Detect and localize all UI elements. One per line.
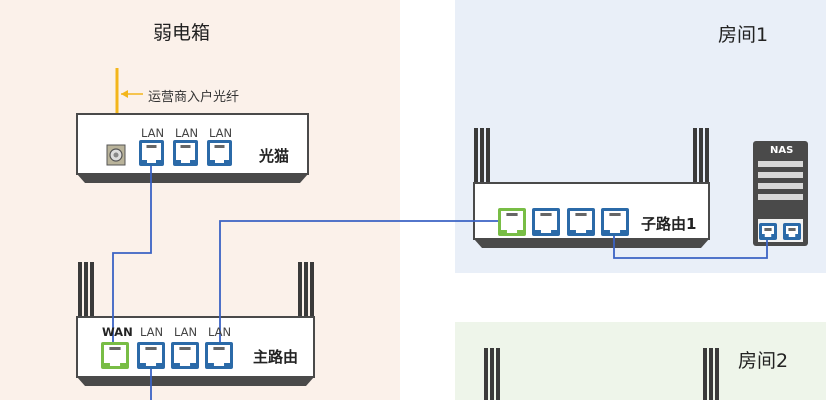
main-router-label: 主路由 [253, 348, 299, 366]
sub-router-label: 子路由1 [641, 215, 697, 233]
cable-sub-router-to-nas [613, 234, 768, 259]
ethernet-port-icon [173, 140, 198, 166]
room2-zone [455, 322, 826, 400]
modem-port-label: LAN [175, 126, 199, 140]
wan-port-icon [101, 342, 129, 369]
ethernet-port-icon [171, 342, 199, 369]
room2-router [484, 348, 719, 400]
ethernet-port-icon [601, 208, 629, 236]
main-router-port-label: LAN [140, 325, 164, 339]
modem-port-label: LAN [209, 126, 233, 140]
ethernet-port-icon [783, 223, 801, 240]
room2-title: 房间2 [738, 350, 789, 372]
ethernet-port-icon [137, 342, 165, 369]
room1-title: 房间1 [718, 24, 769, 46]
fiber-pointer-arrow-icon [121, 90, 128, 98]
ethernet-port-icon [205, 342, 233, 369]
main-router-port-label: WAN [102, 325, 133, 339]
wan-port-icon [498, 208, 526, 236]
ports-layer [101, 140, 801, 369]
ethernet-port-icon [207, 140, 232, 166]
ethernet-port-icon [532, 208, 560, 236]
fiber-annotation: 运营商入户光纤 [148, 90, 240, 105]
main-router-port-label: LAN [208, 325, 232, 339]
nas-label: NAS [770, 145, 794, 156]
ethernet-port-icon [139, 140, 164, 166]
optical-modem-label: 光猫 [259, 147, 290, 165]
cable-lan-to-sub-router [219, 220, 512, 345]
ethernet-port-icon [567, 208, 595, 236]
ethernet-port-icon [759, 223, 777, 240]
modem-port-label: LAN [141, 126, 165, 140]
main-router-port-label: LAN [174, 325, 198, 339]
weak-box-title: 弱电箱 [153, 22, 211, 44]
cable-modem-to-wan [112, 165, 152, 345]
